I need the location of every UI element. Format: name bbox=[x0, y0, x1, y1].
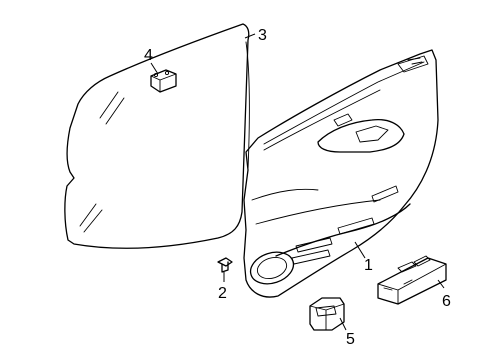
door-trim-panel bbox=[243, 49, 439, 298]
callout-5: 5 bbox=[346, 331, 355, 348]
callout-4: 4 bbox=[144, 47, 153, 64]
water-shield bbox=[64, 23, 250, 249]
leader-1 bbox=[354, 241, 366, 259]
leader-3 bbox=[244, 33, 256, 39]
callout-3: 3 bbox=[258, 27, 267, 44]
leader-5 bbox=[339, 317, 347, 331]
window-switch-assembly bbox=[377, 255, 447, 305]
bracket bbox=[150, 69, 177, 93]
leader-4 bbox=[150, 62, 159, 75]
callout-1: 1 bbox=[364, 257, 373, 274]
callouts: 3 4 1 2 5 6 bbox=[144, 27, 451, 348]
switch bbox=[309, 297, 345, 331]
clip bbox=[217, 257, 233, 273]
leader-6 bbox=[437, 279, 445, 289]
callout-2: 2 bbox=[218, 285, 227, 302]
callout-6: 6 bbox=[442, 293, 451, 310]
leader-lines bbox=[150, 33, 445, 331]
